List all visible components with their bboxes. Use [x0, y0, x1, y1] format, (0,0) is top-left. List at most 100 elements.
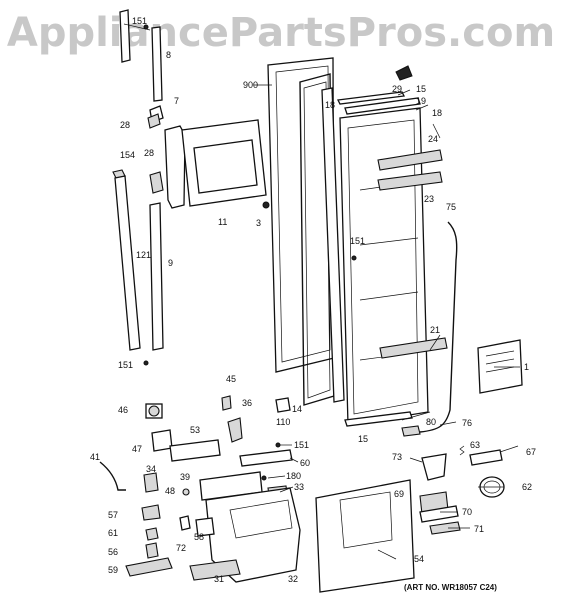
part-19-top-rail[interactable] [344, 97, 421, 115]
label-151b: 151 [350, 236, 365, 246]
part-53-panel[interactable] [169, 439, 221, 462]
label-19: 19 [416, 96, 426, 106]
label-72: 72 [176, 543, 186, 553]
part-151-screw-lower[interactable] [275, 442, 281, 448]
part-15-strip-bottom[interactable] [344, 411, 413, 427]
label-18b: 18 [432, 108, 442, 118]
part-28-handle-mount-top[interactable] [147, 113, 161, 129]
part-121-trim-strip[interactable] [114, 175, 141, 351]
label-80: 80 [426, 417, 436, 427]
part-11-dispenser-frame[interactable] [181, 119, 267, 207]
label-151a: 151 [132, 16, 147, 26]
label-180: 180 [286, 471, 301, 481]
part-41-wire-harness[interactable] [99, 461, 126, 491]
part-29-clip[interactable] [395, 65, 413, 81]
part-47-bracket[interactable] [151, 429, 173, 452]
label-9: 9 [168, 258, 173, 268]
part-151-screw-mid[interactable] [351, 255, 357, 261]
part-151-screw-bottom[interactable] [143, 360, 149, 366]
part-75-water-tube[interactable] [419, 221, 458, 433]
art-number: (ART NO. WR18057 C24) [404, 583, 497, 592]
label-32: 32 [288, 574, 298, 584]
part-28-handle-mount-bottom[interactable] [149, 171, 164, 194]
label-31: 31 [214, 574, 224, 584]
part-23-shelf-bar[interactable] [377, 171, 443, 191]
label-23: 23 [424, 194, 434, 204]
part-46-knob[interactable] [145, 403, 163, 419]
label-34: 34 [146, 464, 156, 474]
label-61: 61 [108, 528, 118, 538]
label-33: 33 [294, 482, 304, 492]
part-21-shelf-bar[interactable] [379, 337, 448, 359]
label-57: 57 [108, 510, 118, 520]
label-121: 121 [136, 250, 151, 260]
part-110-light[interactable] [275, 397, 291, 413]
label-14: 14 [292, 404, 302, 414]
label-56: 56 [108, 547, 118, 557]
part-80-fitting[interactable] [401, 425, 421, 437]
part-36-lever[interactable] [227, 417, 243, 443]
part-handle-7[interactable] [164, 125, 186, 209]
label-15b: 15 [358, 434, 368, 444]
label-151c: 151 [118, 360, 133, 370]
label-29: 29 [392, 84, 402, 94]
part-9-trim-strip[interactable] [149, 202, 164, 351]
part-180-screw[interactable] [261, 475, 267, 481]
part-1-owners-manual[interactable] [477, 339, 523, 394]
part-3-screw[interactable] [262, 201, 270, 209]
part-48-clip[interactable] [182, 488, 190, 496]
label-18a: 18 [325, 100, 335, 110]
label-8: 8 [166, 50, 171, 60]
label-28b: 28 [144, 148, 154, 158]
label-3: 3 [256, 218, 261, 228]
label-28a: 28 [120, 120, 130, 130]
part-31-drip-grille[interactable] [189, 559, 241, 581]
label-15a: 15 [416, 84, 426, 94]
label-69: 69 [394, 489, 404, 499]
part-56-nozzle[interactable] [145, 542, 159, 559]
label-53: 53 [190, 425, 200, 435]
part-8-rail[interactable] [119, 9, 163, 102]
label-71: 71 [474, 524, 484, 534]
part-18-gasket-strip[interactable] [321, 87, 345, 403]
part-60-bracket[interactable] [239, 449, 293, 467]
label-62: 62 [522, 482, 532, 492]
label-41: 41 [90, 452, 100, 462]
label-70: 70 [462, 507, 472, 517]
part-34-connector[interactable] [143, 472, 159, 493]
part-63-spring[interactable] [459, 445, 465, 456]
label-24: 24 [428, 134, 438, 144]
part-151-screw-top[interactable] [143, 24, 149, 30]
part-73-chute[interactable] [421, 453, 447, 481]
label-110: 110 [276, 417, 290, 427]
part-45-switch[interactable] [221, 395, 232, 411]
label-47: 47 [132, 444, 142, 454]
label-1: 1 [524, 362, 529, 372]
part-58-cover[interactable] [195, 517, 215, 537]
label-151d: 151 [294, 440, 309, 450]
label-7: 7 [174, 96, 179, 106]
part-57-actuator[interactable] [141, 504, 161, 521]
part-70-linkage[interactable] [419, 505, 459, 523]
part-24-shelf-bar[interactable] [377, 149, 443, 171]
part-67-bracket[interactable] [469, 449, 503, 466]
label-39: 39 [180, 472, 190, 482]
part-54-dispenser-cover[interactable] [315, 479, 415, 593]
label-900: 900 [243, 80, 258, 90]
part-59-drip-tray[interactable] [125, 557, 173, 577]
label-75: 75 [446, 202, 456, 212]
label-46: 46 [118, 405, 128, 415]
part-15-strip-top[interactable] [337, 91, 405, 105]
part-61-spring[interactable] [145, 527, 159, 541]
label-21: 21 [430, 325, 440, 335]
label-154: 154 [120, 150, 135, 160]
label-11: 11 [218, 217, 227, 227]
label-59: 59 [108, 565, 118, 575]
part-71-pad[interactable] [429, 521, 461, 535]
part-72-clip[interactable] [179, 515, 191, 531]
label-48: 48 [165, 486, 175, 496]
label-60: 60 [300, 458, 310, 468]
label-73: 73 [392, 452, 402, 462]
label-63: 63 [470, 440, 480, 450]
